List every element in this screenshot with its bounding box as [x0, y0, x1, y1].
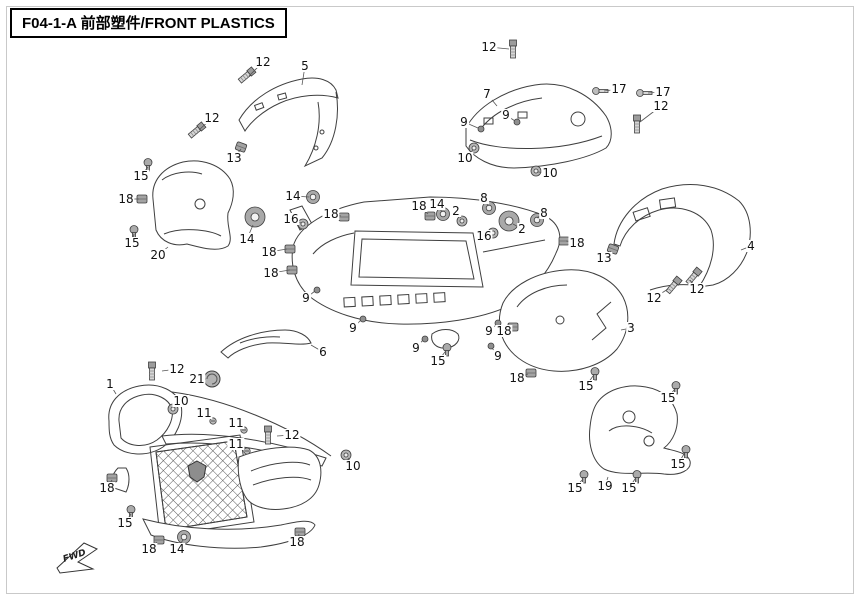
clip-icon — [294, 527, 306, 537]
leader-line — [491, 347, 499, 357]
rivet-icon — [359, 315, 367, 323]
leader-line — [203, 412, 212, 420]
grommet-lg-icon — [498, 210, 520, 232]
clip-icon — [106, 473, 118, 483]
leader-line — [109, 383, 117, 395]
rivet-icon — [477, 125, 485, 133]
fwd-arrow: FWD — [56, 542, 99, 574]
nut-icon — [456, 215, 468, 227]
grommet-icon — [177, 530, 191, 544]
leader-line — [347, 457, 354, 467]
title-box: F04-1-A 前部塑件/FRONT PLASTICS — [10, 8, 287, 38]
small-bracket-center — [431, 329, 460, 349]
clip-icon — [234, 141, 248, 153]
bolt-icon — [237, 66, 257, 85]
leader-line — [464, 149, 474, 159]
rivet-icon — [513, 118, 521, 126]
leader-line — [653, 288, 669, 299]
leader-line — [157, 246, 169, 256]
part-21-cap — [203, 370, 221, 388]
bolt-icon — [148, 361, 156, 381]
leader-line — [310, 344, 324, 353]
bolt-icon — [187, 121, 207, 140]
leader-line — [415, 339, 424, 349]
leader-line — [140, 166, 149, 177]
brand-emblem — [187, 460, 207, 483]
part-5-front-panel-left — [238, 77, 339, 168]
pin-icon — [632, 470, 642, 484]
nut-icon — [487, 227, 499, 239]
nut-icon — [340, 449, 352, 461]
leader-line — [488, 46, 510, 50]
bolt-icon — [509, 39, 517, 59]
grommet-icon — [530, 213, 544, 227]
leader-line — [585, 375, 594, 387]
leader-line — [604, 476, 609, 487]
part-4-front-fender-right — [613, 184, 751, 291]
clip-icon — [507, 322, 519, 332]
leader-line — [667, 389, 675, 399]
part-19-bracket-right — [589, 385, 691, 475]
part-3-fender-liner-right — [498, 269, 629, 372]
clip-icon — [525, 368, 537, 378]
nut-icon — [530, 165, 542, 177]
leader-line — [603, 250, 612, 259]
pin-icon — [126, 505, 136, 519]
pin-icon — [671, 381, 681, 395]
leader-line — [639, 105, 662, 123]
leader-line — [235, 422, 243, 429]
pin-icon — [442, 343, 452, 357]
clip-icon — [338, 212, 350, 222]
leader-line — [268, 248, 288, 253]
grille-mesh — [155, 440, 248, 531]
grommet-icon — [436, 207, 450, 221]
rivet-icon — [487, 342, 495, 350]
part-7-front-cover — [465, 83, 612, 169]
part-6-trim-strip — [220, 329, 312, 359]
leader-line — [246, 224, 254, 240]
leader-line — [276, 434, 293, 437]
part-20-bracket-left — [152, 160, 234, 250]
bolt-icon — [684, 266, 703, 286]
leader-line — [628, 478, 636, 489]
leader-line — [352, 319, 362, 329]
leader-line — [148, 541, 158, 550]
nut-icon — [297, 218, 309, 230]
diagram-title: F04-1-A 前部塑件/FRONT PLASTICS — [22, 15, 275, 32]
pin-icon — [129, 225, 139, 239]
leader-line — [161, 368, 178, 372]
leader-line — [574, 478, 584, 489]
pin-icon — [590, 367, 600, 381]
rivet-icon — [421, 335, 429, 343]
pin-icon — [143, 158, 153, 172]
grommet-icon — [482, 201, 496, 215]
bolt-icon — [633, 114, 641, 134]
bolt-icon — [264, 425, 272, 445]
leader-line — [488, 324, 497, 332]
leader-line — [124, 513, 132, 524]
leader-line — [437, 351, 446, 362]
bolt-icon — [664, 275, 683, 295]
part-1-front-fascia — [108, 384, 332, 549]
nut-icon — [468, 142, 480, 154]
rivet-icon — [313, 286, 321, 294]
grommet-lg-icon — [244, 206, 266, 228]
